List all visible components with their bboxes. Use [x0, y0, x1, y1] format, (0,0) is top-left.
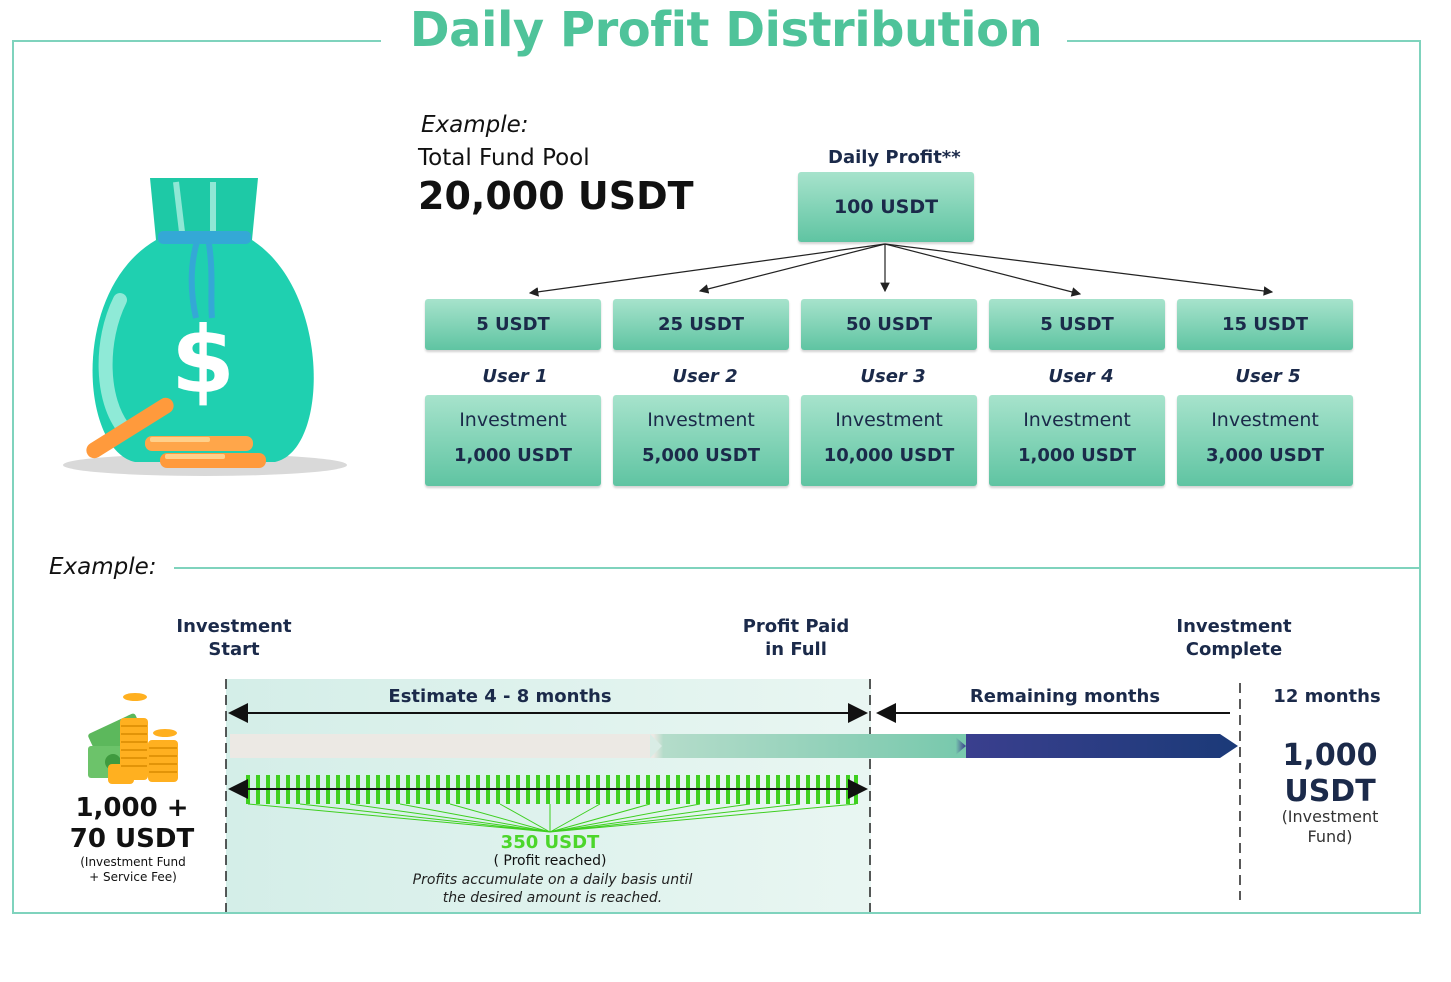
end-amount-line2: USDT	[1284, 774, 1376, 809]
user-4-investment-box: Investment 1,000 USDT	[989, 395, 1165, 486]
investment-amount: 5,000 USDT	[641, 445, 760, 466]
money-bag-icon: $	[63, 178, 347, 476]
end-amount-line1: 1,000	[1282, 738, 1378, 773]
frame-top-right	[1067, 40, 1421, 42]
total-months-label: 12 months	[1273, 686, 1381, 707]
user-2-name: User 2	[672, 366, 738, 387]
user-1-share: 5 USDT	[476, 314, 550, 335]
investment-label: Investment	[1211, 409, 1319, 431]
user-1-share-box: 5 USDT	[425, 299, 601, 350]
investment-label: Investment	[459, 409, 567, 431]
distribution-arrows	[528, 243, 1274, 297]
profit-convergence-lines	[247, 803, 857, 833]
fund-pool-value: 20,000 USDT	[418, 174, 694, 218]
investment-amount: 1,000 USDT	[1017, 445, 1136, 466]
user-3-name: User 3	[860, 366, 926, 387]
daily-profit-label: Daily Profit**	[828, 147, 961, 168]
user-4-share: 5 USDT	[1040, 314, 1114, 335]
investment-label: Investment	[1023, 409, 1131, 431]
user-4-name: User 4	[1048, 366, 1114, 387]
user-5-investment-box: Investment 3,000 USDT	[1177, 395, 1353, 486]
profit-description-line2: the desired amount is reached.	[442, 890, 663, 906]
investment-label: Investment	[647, 409, 755, 431]
milestone-start: Investment Start	[160, 615, 308, 661]
milestone-complete: Investment Complete	[1160, 615, 1308, 661]
investment-amount: 10,000 USDT	[823, 445, 955, 466]
estimate-span-label: Estimate 4 - 8 months	[388, 686, 612, 707]
end-note-line2: Fund)	[1307, 827, 1353, 846]
user-5-share-box: 15 USDT	[1177, 299, 1353, 350]
investment-amount: 1,000 USDT	[453, 445, 572, 466]
start-amount-line1: 1,000 +	[75, 793, 189, 823]
example-label-bottom: Example:	[49, 554, 157, 580]
user-2-share: 25 USDT	[657, 314, 745, 335]
fund-pool-label: Total Fund Pool	[418, 145, 590, 171]
user-2-share-box: 25 USDT	[613, 299, 789, 350]
milestone-paid-line2: in Full	[765, 639, 827, 660]
cash-stack-icon	[88, 693, 178, 784]
milestone-complete-line2: Complete	[1185, 639, 1283, 660]
milestone-start-line2: Start	[208, 639, 260, 660]
start-amount-line2: 70 USDT	[69, 824, 195, 854]
user-3-share: 50 USDT	[845, 314, 933, 335]
end-note-line1: (Investment	[1281, 807, 1379, 826]
user-5-share: 15 USDT	[1221, 314, 1309, 335]
start-note-line2: + Service Fee)	[89, 870, 177, 884]
user-1-name: User 1	[482, 366, 548, 387]
user-2-investment-box: Investment 5,000 USDT	[613, 395, 789, 486]
frame-left	[12, 40, 14, 914]
example-label-top: Example:	[421, 112, 529, 138]
user-5-name: User 5	[1235, 366, 1301, 387]
profit-reached: ( Profit reached)	[493, 853, 607, 869]
daily-profit-box: 100 USDT	[798, 172, 974, 242]
user-4-share-box: 5 USDT	[989, 299, 1165, 350]
milestone-start-line1: Investment	[176, 616, 292, 637]
start-note-line1: (Investment Fund	[80, 855, 186, 869]
remaining-span-label: Remaining months	[969, 686, 1161, 707]
example-divider	[174, 567, 1421, 569]
profit-amount: 350 USDT	[500, 832, 600, 853]
investment-label: Investment	[835, 409, 943, 431]
milestone-complete-line1: Investment	[1176, 616, 1292, 637]
milestone-paid-line1: Profit Paid	[742, 616, 850, 637]
user-3-investment-box: Investment 10,000 USDT	[801, 395, 977, 486]
user-1-investment-box: Investment 1,000 USDT	[425, 395, 601, 486]
svg-text:$: $	[171, 307, 235, 414]
frame-top-left	[12, 40, 381, 42]
investment-amount: 3,000 USDT	[1205, 445, 1324, 466]
page-title: Daily Profit Distribution	[409, 2, 1043, 58]
frame-bottom	[12, 912, 1421, 914]
daily-profit-value: 100 USDT	[833, 196, 939, 218]
user-3-share-box: 50 USDT	[801, 299, 977, 350]
coins-icon	[86, 397, 266, 468]
milestone-paid: Profit Paid in Full	[722, 615, 870, 661]
frame-right	[1419, 40, 1421, 914]
profit-description-line1: Profits accumulate on a daily basis unti…	[412, 872, 693, 888]
profit-description: Profits accumulate on a daily basis unti…	[380, 871, 725, 907]
